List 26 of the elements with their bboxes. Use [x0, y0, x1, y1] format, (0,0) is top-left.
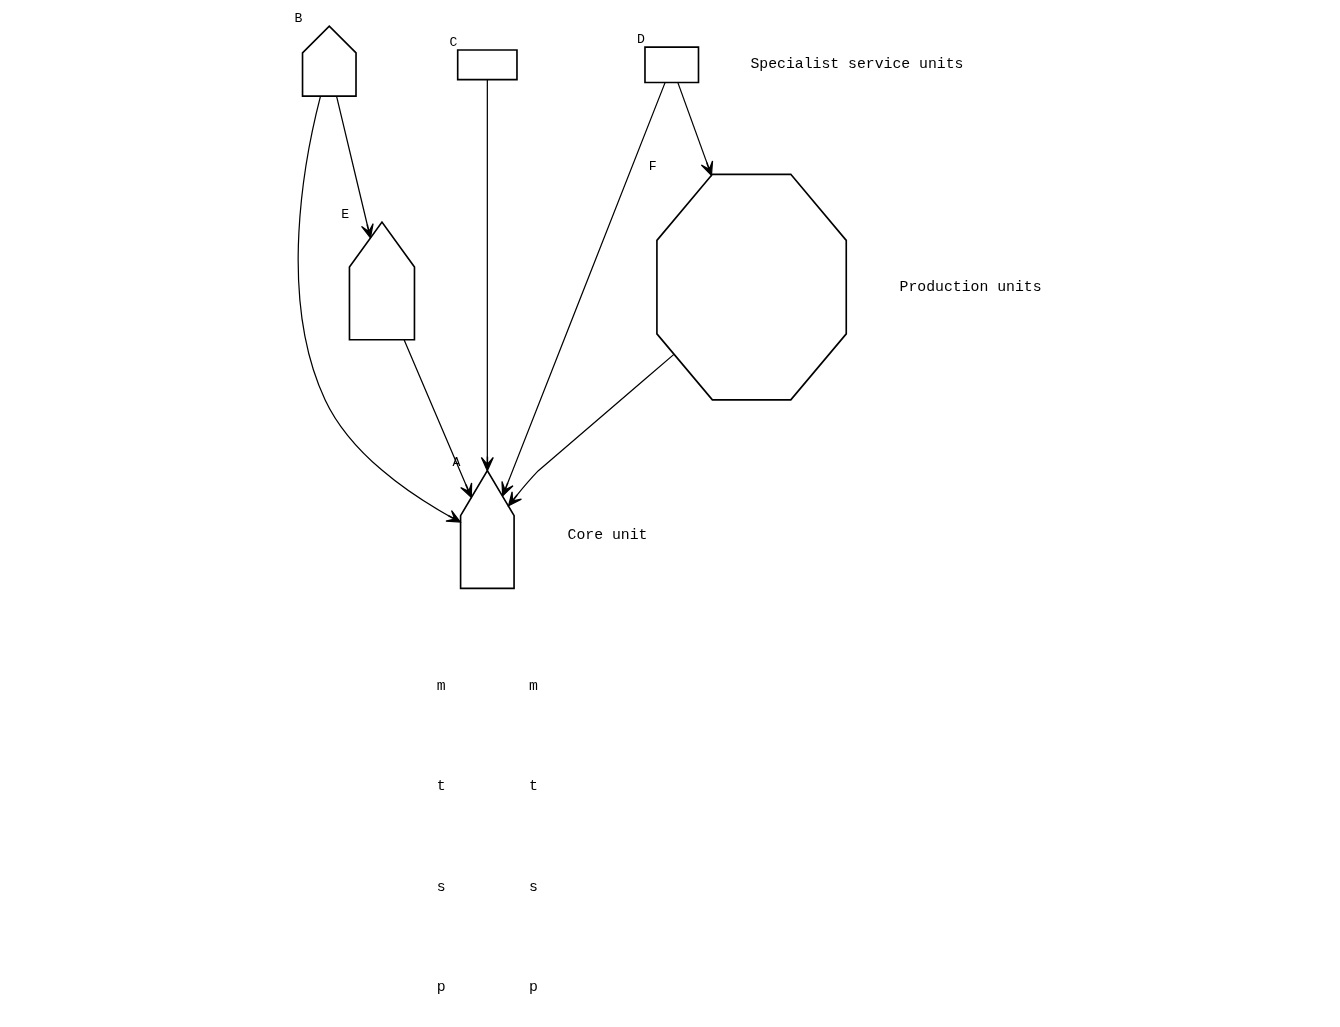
arrow — [480, 79, 494, 472]
label: s — [436, 878, 446, 895]
arrow — [335, 95, 374, 239]
label: Core unit — [567, 527, 647, 544]
arrow — [297, 95, 461, 523]
node-label: B — [293, 10, 302, 26]
arrow — [676, 82, 713, 176]
arrow — [507, 353, 675, 507]
arrow — [500, 82, 666, 497]
node-box — [643, 46, 699, 84]
node-label: D — [636, 31, 645, 47]
label: p — [436, 979, 446, 996]
label: t — [436, 778, 446, 795]
node-label: E — [340, 206, 349, 222]
arrow — [403, 339, 472, 498]
label: t — [528, 778, 538, 795]
label: Production units — [899, 278, 1042, 295]
node-octagon — [655, 173, 847, 401]
label: m — [436, 678, 446, 694]
node-label: F — [648, 159, 657, 175]
node-box — [456, 49, 518, 81]
label: s — [528, 878, 538, 895]
node-label: C — [449, 34, 458, 50]
label: p — [528, 979, 538, 996]
label: m — [528, 678, 538, 694]
node-house — [301, 25, 357, 97]
